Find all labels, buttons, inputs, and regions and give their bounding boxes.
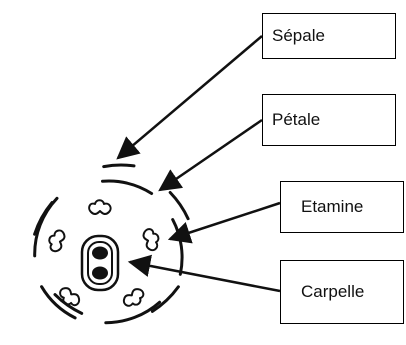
sepal-arc <box>102 163 136 169</box>
label-etamine: Etamine <box>280 181 404 233</box>
arrow-petale <box>158 118 263 192</box>
arrow-etamine <box>167 201 281 244</box>
stamen <box>142 228 160 252</box>
label-carpelle-text: Carpelle <box>301 282 365 301</box>
label-petale: Pétale <box>262 94 396 146</box>
label-carpelle: Carpelle <box>280 260 404 324</box>
stamen <box>59 287 81 307</box>
arrow-carpelle <box>127 254 281 293</box>
stamen-whorl <box>48 199 160 307</box>
petal-arc <box>171 218 184 276</box>
petal-arc <box>40 285 77 320</box>
sepal-arc <box>150 285 180 313</box>
stamen <box>88 199 112 215</box>
leader-arrows <box>116 35 281 293</box>
label-petale-text: Pétale <box>272 110 321 129</box>
label-sepale-text: Sépale <box>272 26 325 45</box>
petal-arc <box>104 300 162 325</box>
arrow-sepale <box>116 35 263 160</box>
petal-arc <box>33 196 59 258</box>
ovule <box>92 246 108 260</box>
carpel-septum <box>93 261 107 265</box>
petal-arc <box>101 179 154 195</box>
carpel <box>80 234 120 292</box>
ovule <box>92 266 108 280</box>
label-etamine-text: Etamine <box>301 197 364 216</box>
stamen <box>122 288 145 307</box>
label-sepale: Sépale <box>262 13 396 59</box>
sepal-arc <box>168 191 190 221</box>
stamen <box>48 229 66 253</box>
